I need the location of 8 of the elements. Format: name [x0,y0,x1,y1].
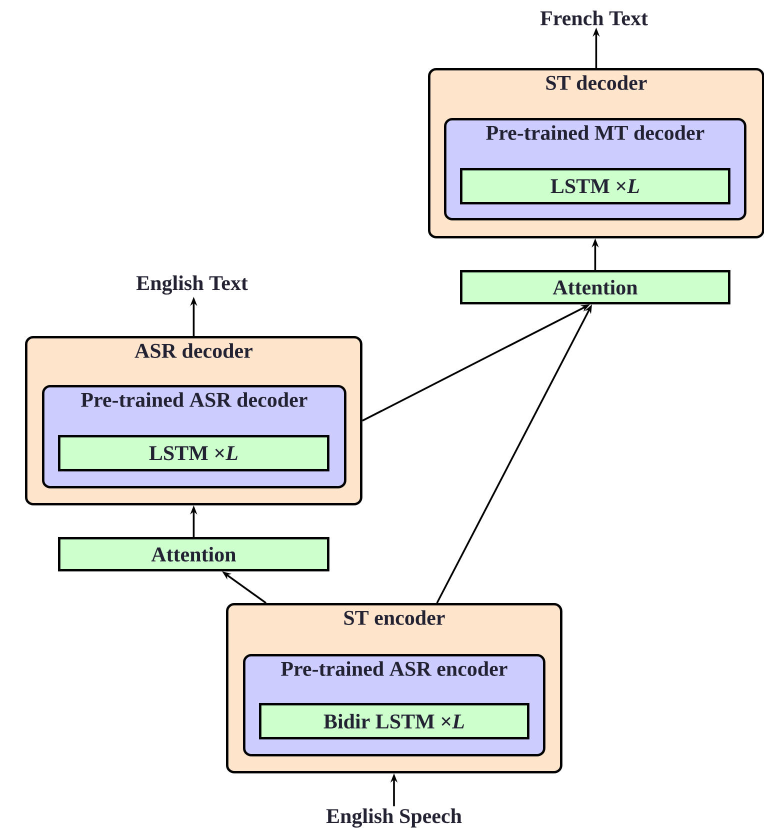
layer-box: Bidir LSTM ×L [259,703,530,740]
layer-box: LSTM ×L [58,435,330,472]
io-label: English Speech [326,808,462,828]
layer-box: Attention [460,270,730,304]
layer-box: Attention [58,537,330,572]
io-label: French Text [540,10,648,26]
layer-box: LSTM ×L [460,168,730,204]
io-label: English Text [136,275,248,295]
